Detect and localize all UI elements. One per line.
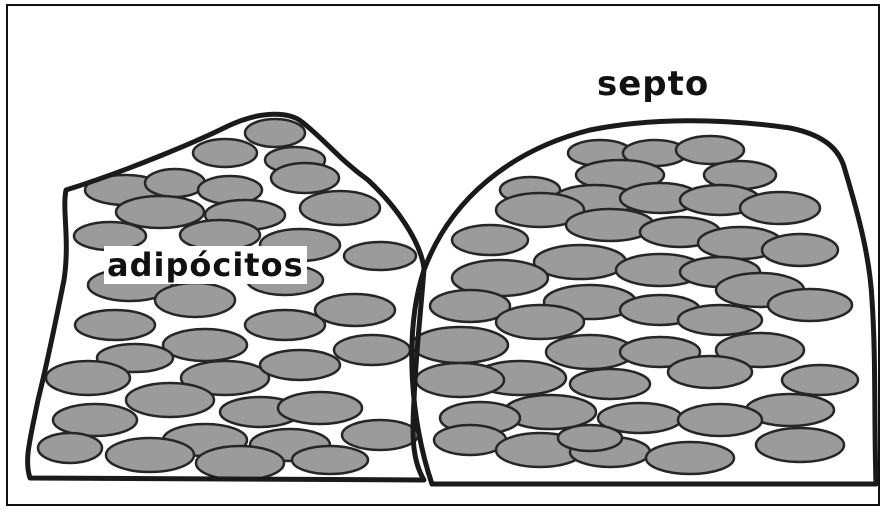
- septo-label: septo: [597, 64, 709, 104]
- adipocitos-label: adipócitos: [104, 246, 307, 284]
